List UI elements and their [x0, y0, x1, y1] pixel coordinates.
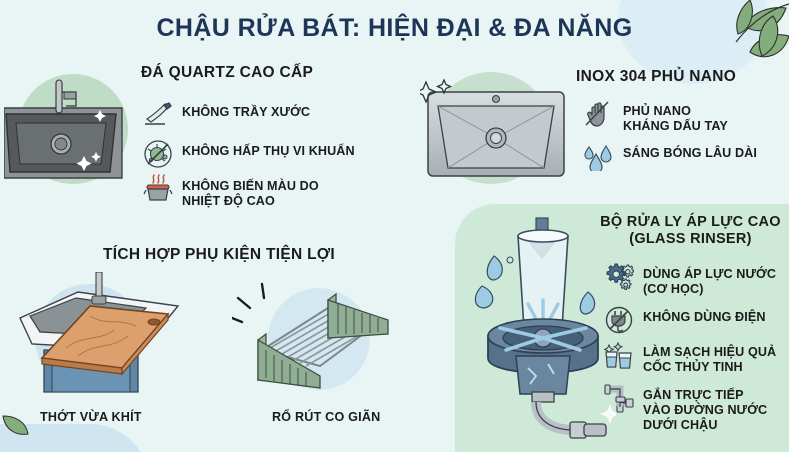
- page-title: CHẬU RỬA BÁT: HIỆN ĐẠI & ĐA NĂNG: [156, 14, 633, 42]
- quartz-sink-illustration: [3, 78, 139, 188]
- feature-label: DÙNG ÁP LỰC NƯỚC (CƠ HỌC): [643, 267, 777, 297]
- feature-label: LÀM SẠCH HIỆU QUẢ CỐC THỦY TINH: [643, 345, 777, 375]
- feature-label: KHÔNG TRẦY XƯỚC: [182, 105, 311, 119]
- caption-cutting-board: THỚT VỪA KHÍT: [40, 410, 142, 424]
- cutting-board-illustration: [18, 271, 186, 394]
- no-bacteria-icon: [143, 139, 173, 169]
- feature-label: PHỦ NANO KHÁNG DẤU TAY: [623, 104, 728, 134]
- hot-pot-icon: [143, 174, 173, 204]
- heading-quartz: ĐÁ QUARTZ CAO CẤP: [141, 64, 314, 81]
- water-droplets-icon: [584, 141, 614, 171]
- feature-label: GẮN TRỰC TIẾP VÀO ĐƯỜNG NƯỚC DƯỚI CHẬU: [643, 388, 768, 433]
- feature-nano-coating: PHỦ NANO KHÁNG DẤU TAY: [584, 99, 728, 134]
- feature-long-lasting-shine: SÁNG BÓNG LÂU DÀI: [584, 141, 757, 171]
- heading-accessories: TÍCH HỢP PHỤ KIỆN TIỆN LỢI: [103, 246, 336, 263]
- feature-label: SÁNG BÓNG LÂU DÀI: [623, 146, 757, 160]
- feature-no-electricity: KHÔNG DÙNG ĐIỆN: [604, 305, 766, 335]
- feature-no-bacteria: KHÔNG HẤP THỤ VI KHUẨN: [143, 139, 355, 169]
- caption-dish-rack: RỔ RÚT CO GIÃN: [272, 410, 381, 424]
- feature-no-scratch: KHÔNG TRẦY XƯỚC: [143, 100, 310, 130]
- gears-icon: [604, 262, 634, 292]
- feature-label: KHÔNG DÙNG ĐIỆN: [643, 310, 766, 324]
- feature-label: KHÔNG BIẾN MÀU DO NHIỆT ĐỘ CAO: [182, 179, 319, 209]
- glass-rinser-illustration: [466, 208, 620, 446]
- knife-icon: [143, 100, 173, 130]
- no-fingerprint-hand-icon: [584, 99, 614, 129]
- leaf-branch-icon: [690, 0, 789, 82]
- feature-direct-water-connection: GẮN TRỰC TIẾP VÀO ĐƯỜNG NƯỚC DƯỚI CHẬU: [604, 383, 767, 433]
- heading-inox: INOX 304 PHỦ NANO: [576, 68, 737, 85]
- heading-glass-rinser: BỘ RỬA LY ÁP LỰC CAO (GLASS RINSER): [600, 214, 781, 248]
- feature-water-pressure: DÙNG ÁP LỰC NƯỚC (CƠ HỌC): [604, 262, 776, 297]
- dish-rack-illustration: [230, 278, 392, 393]
- leaf-icon: [2, 414, 32, 440]
- clean-glasses-icon: [604, 340, 634, 370]
- feature-clean-glassware: LÀM SẠCH HIỆU QUẢ CỐC THỦY TINH: [604, 340, 776, 375]
- feature-label: KHÔNG HẤP THỤ VI KHUẨN: [182, 144, 355, 158]
- stainless-sink-illustration: [414, 78, 575, 183]
- pipe-fitting-icon: [604, 383, 634, 413]
- feature-heat-resistant: KHÔNG BIẾN MÀU DO NHIỆT ĐỘ CAO: [143, 174, 319, 209]
- no-plug-icon: [604, 305, 634, 335]
